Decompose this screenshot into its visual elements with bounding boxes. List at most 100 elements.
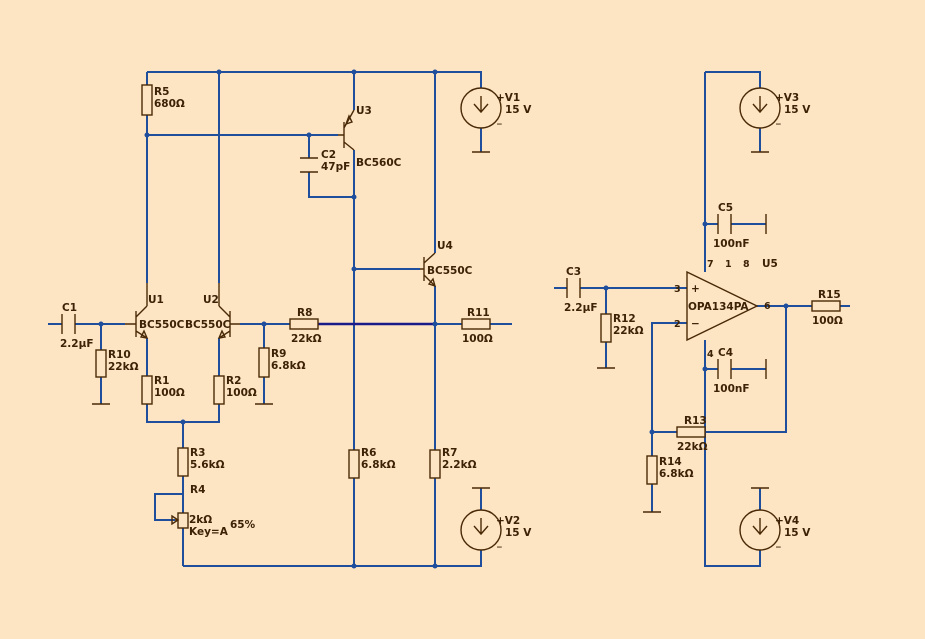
resistor-r7[interactable]: R7 2.2kΩ: [429, 447, 477, 479]
r13-value: 22kΩ: [677, 441, 708, 453]
resistor-r9[interactable]: R9 6.8kΩ: [258, 347, 306, 378]
ground-symbols-left: [92, 151, 490, 489]
potentiometer-r4[interactable]: R4 2kΩ Key=A 65%: [171, 484, 256, 538]
opamp-plus: +: [691, 283, 700, 295]
c3-value: 2.2µF: [564, 302, 598, 314]
c1-ref: C1: [62, 302, 77, 314]
r11-value: 100Ω: [462, 333, 493, 345]
r4-value: 2kΩ: [189, 514, 212, 526]
capacitor-c2[interactable]: C2 47pF: [300, 149, 350, 173]
resistor-r13[interactable]: R13 22kΩ: [676, 415, 708, 453]
u5-ref: U5: [762, 258, 778, 270]
c3-ref: C3: [566, 266, 581, 278]
resistor-r3[interactable]: R3 5.6kΩ: [177, 447, 225, 477]
r4-percent: 65%: [230, 519, 256, 531]
c2-ref: C2: [321, 149, 336, 161]
r4-key: Key=A: [189, 526, 229, 538]
right-junctions: [603, 221, 789, 435]
c2-value: 47pF: [321, 161, 350, 173]
r15-value: 100Ω: [812, 315, 843, 327]
resistor-r8[interactable]: R8 22kΩ: [289, 307, 322, 345]
v1-value: 15 V: [505, 104, 532, 116]
left-junctions: [98, 69, 438, 569]
r2-value: 100Ω: [226, 387, 257, 399]
pin-4: 4: [707, 349, 714, 360]
capacitor-c4[interactable]: C4 100nF: [713, 347, 750, 395]
resistor-r11[interactable]: R11 100Ω: [461, 307, 493, 345]
voltage-source-v3[interactable]: +V3 15 V _: [739, 87, 811, 129]
r6-value: 6.8kΩ: [361, 459, 396, 471]
v1-ref: +V1: [496, 92, 520, 104]
opamp-u5[interactable]: + − OPA134PA U5 3 2 6 7 1 8 4: [674, 258, 778, 360]
r9-value: 6.8kΩ: [271, 360, 306, 372]
transistor-u3[interactable]: U3 BC560C: [338, 105, 402, 169]
r14-ref: R14: [659, 456, 682, 468]
resistor-r10[interactable]: R10 22kΩ: [95, 349, 139, 378]
r12-ref: R12: [613, 313, 636, 325]
voltage-source-v1[interactable]: +V1 15 V _: [460, 87, 532, 129]
capacitor-c3[interactable]: C3 2.2µF: [564, 266, 598, 314]
u5-value: OPA134PA: [688, 301, 749, 313]
v2-minus: _: [497, 537, 502, 548]
c4-value: 100nF: [713, 383, 750, 395]
u2-ref: U2: [203, 294, 219, 306]
c5-value: 100nF: [713, 238, 750, 250]
u2-value: BC550C: [185, 319, 231, 331]
r10-value: 22kΩ: [108, 361, 139, 373]
left-circuit-wires: [48, 71, 512, 567]
resistor-r15[interactable]: R15 100Ω: [811, 289, 843, 327]
transistor-u1[interactable]: U1 BC550C: [125, 283, 185, 339]
v3-value: 15 V: [784, 104, 811, 116]
r13-ref: R13: [684, 415, 707, 427]
u3-ref: U3: [356, 105, 372, 117]
voltage-source-v2[interactable]: +V2 15 V _: [460, 509, 532, 551]
resistor-r6[interactable]: R6 6.8kΩ: [348, 447, 396, 479]
r4-ref: R4: [190, 484, 205, 496]
r7-ref: R7: [442, 447, 457, 459]
v4-ref: +V4: [775, 515, 799, 527]
r3-ref: R3: [190, 447, 205, 459]
transistor-u4[interactable]: U4 BC550C: [420, 240, 473, 288]
v4-value: 15 V: [784, 527, 811, 539]
resistor-r2[interactable]: R2 100Ω: [213, 375, 257, 405]
r3-value: 5.6kΩ: [190, 459, 225, 471]
resistor-r12[interactable]: R12 22kΩ: [600, 313, 644, 343]
resistor-r5[interactable]: R5 680Ω: [141, 84, 185, 116]
c4-ref: C4: [718, 347, 733, 359]
voltage-source-v4[interactable]: +V4 15 V _: [739, 509, 811, 551]
u1-value: BC550C: [139, 319, 185, 331]
r1-ref: R1: [154, 375, 169, 387]
u4-value: BC550C: [427, 265, 473, 277]
u1-ref: U1: [148, 294, 164, 306]
resistor-r14[interactable]: R14 6.8kΩ: [646, 455, 694, 485]
r9-ref: R9: [271, 348, 286, 360]
capacitor-c5[interactable]: C5 100nF: [713, 202, 750, 250]
transistor-u2[interactable]: U2 BC550C: [185, 283, 240, 339]
r14-value: 6.8kΩ: [659, 468, 694, 480]
r8-value: 22kΩ: [291, 333, 322, 345]
r11-ref: R11: [467, 307, 490, 319]
r1-value: 100Ω: [154, 387, 185, 399]
r8-ref: R8: [297, 307, 312, 319]
v2-value: 15 V: [505, 527, 532, 539]
pin-1: 1: [725, 259, 732, 270]
opamp-minus: −: [691, 318, 700, 330]
r5-ref: R5: [154, 86, 169, 98]
v3-minus: _: [776, 114, 781, 125]
r15-ref: R15: [818, 289, 841, 301]
r6-ref: R6: [361, 447, 376, 459]
resistor-r1[interactable]: R1 100Ω: [141, 375, 185, 405]
pin-6: 6: [764, 301, 771, 312]
r5-value: 680Ω: [154, 98, 185, 110]
v1-minus: _: [497, 114, 502, 125]
pin-8: 8: [743, 259, 750, 270]
pin-7: 7: [707, 259, 714, 270]
v2-ref: +V2: [496, 515, 520, 527]
c1-value: 2.2µF: [60, 338, 94, 350]
c5-ref: C5: [718, 202, 733, 214]
right-circuit-wires: [554, 71, 850, 567]
v4-minus: _: [776, 537, 781, 548]
capacitor-c1[interactable]: C1 2.2µF: [60, 302, 94, 350]
u3-value: BC560C: [356, 157, 402, 169]
